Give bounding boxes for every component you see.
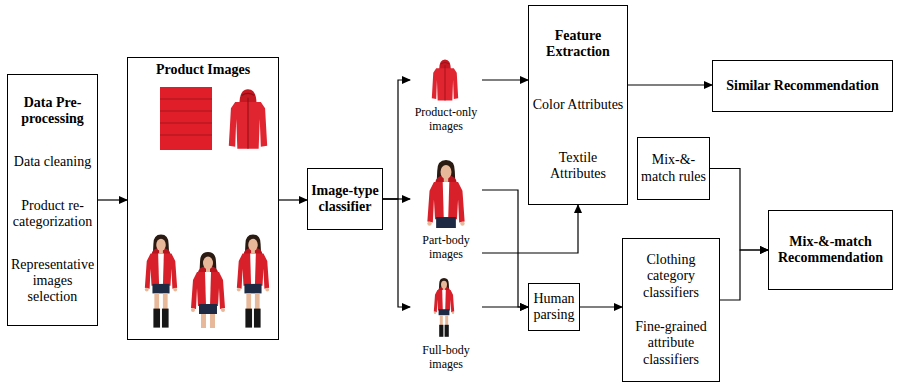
illustration-part: [434, 278, 454, 337]
process-box: Feature ExtractionColor AttributesTextil…: [528, 5, 628, 205]
output-box: Similar Recommendation: [712, 60, 893, 112]
process-box: Data Pre-processingData cleaningProduct …: [7, 74, 98, 326]
box-text: Full-body images: [410, 344, 482, 372]
connector-arrow: [720, 250, 768, 300]
connector-arrow: [482, 190, 528, 307]
connector-arrow: [482, 79, 528, 80]
box-title: Product Images: [156, 62, 250, 78]
box-text: Mix-&-match rules: [641, 152, 706, 184]
connector-arrow: [383, 80, 410, 199]
connector-arrow: [383, 199, 410, 307]
connector-arrow: [628, 84, 712, 85]
box-text: Color Attributes: [533, 97, 624, 113]
box-text: Part-body images: [410, 234, 482, 262]
box-text: Textile Attributes: [532, 150, 624, 182]
model-photo: [145, 235, 177, 328]
output-box: Mix-&-match Recommendation: [768, 210, 893, 290]
jacket-photo: [432, 59, 458, 100]
connector-arrow: [279, 199, 307, 200]
box-text: Representative images selection: [11, 257, 94, 305]
box-text: Product-only images: [410, 106, 482, 134]
rules-box: Mix-&-match rules: [637, 137, 710, 200]
box-text: Fine-grained attribute classifiers: [626, 319, 716, 367]
model-photo: [237, 235, 269, 328]
image-label: Part-body images: [410, 158, 482, 262]
illustration-part: [229, 89, 267, 149]
illustration-part: [432, 59, 458, 100]
illustration-part: [160, 87, 212, 150]
connector-arrow: [482, 306, 528, 307]
box-text: Human parsing: [531, 291, 577, 323]
box-title: Similar Recommendation: [726, 78, 879, 94]
box-title: Image-type classifier: [311, 183, 379, 215]
puffer-swatch: [160, 87, 212, 150]
connector-arrow: [580, 306, 622, 307]
illustration-part: [191, 252, 225, 350]
process-box: Human parsing: [528, 283, 580, 331]
connector-arrow: [482, 205, 578, 253]
jacket-photo: [229, 89, 267, 149]
classifier-box: Image-type classifier: [307, 168, 383, 230]
box-title: Feature Extraction: [532, 28, 624, 60]
image-label: Product-only images: [410, 56, 482, 134]
model-photo: [191, 252, 225, 350]
box-title: Data Pre-processing: [11, 95, 94, 127]
classifier-box: Clothing category classifiersFine-graine…: [622, 238, 720, 382]
connector-arrow: [98, 199, 127, 200]
illustration-part: [160, 99, 212, 135]
image-group-box: Product Images: [127, 57, 279, 340]
image-label: Full-body images: [410, 276, 482, 372]
box-title: Mix-&-match Recommendation: [772, 234, 889, 266]
illustration-part: [145, 235, 177, 328]
box-text: Data cleaning: [14, 154, 91, 170]
illustration-part: [237, 235, 269, 328]
box-text: Product re-categorization: [11, 198, 94, 230]
box-text: Clothing category classifiers: [626, 252, 716, 300]
model-photo: [434, 278, 454, 337]
